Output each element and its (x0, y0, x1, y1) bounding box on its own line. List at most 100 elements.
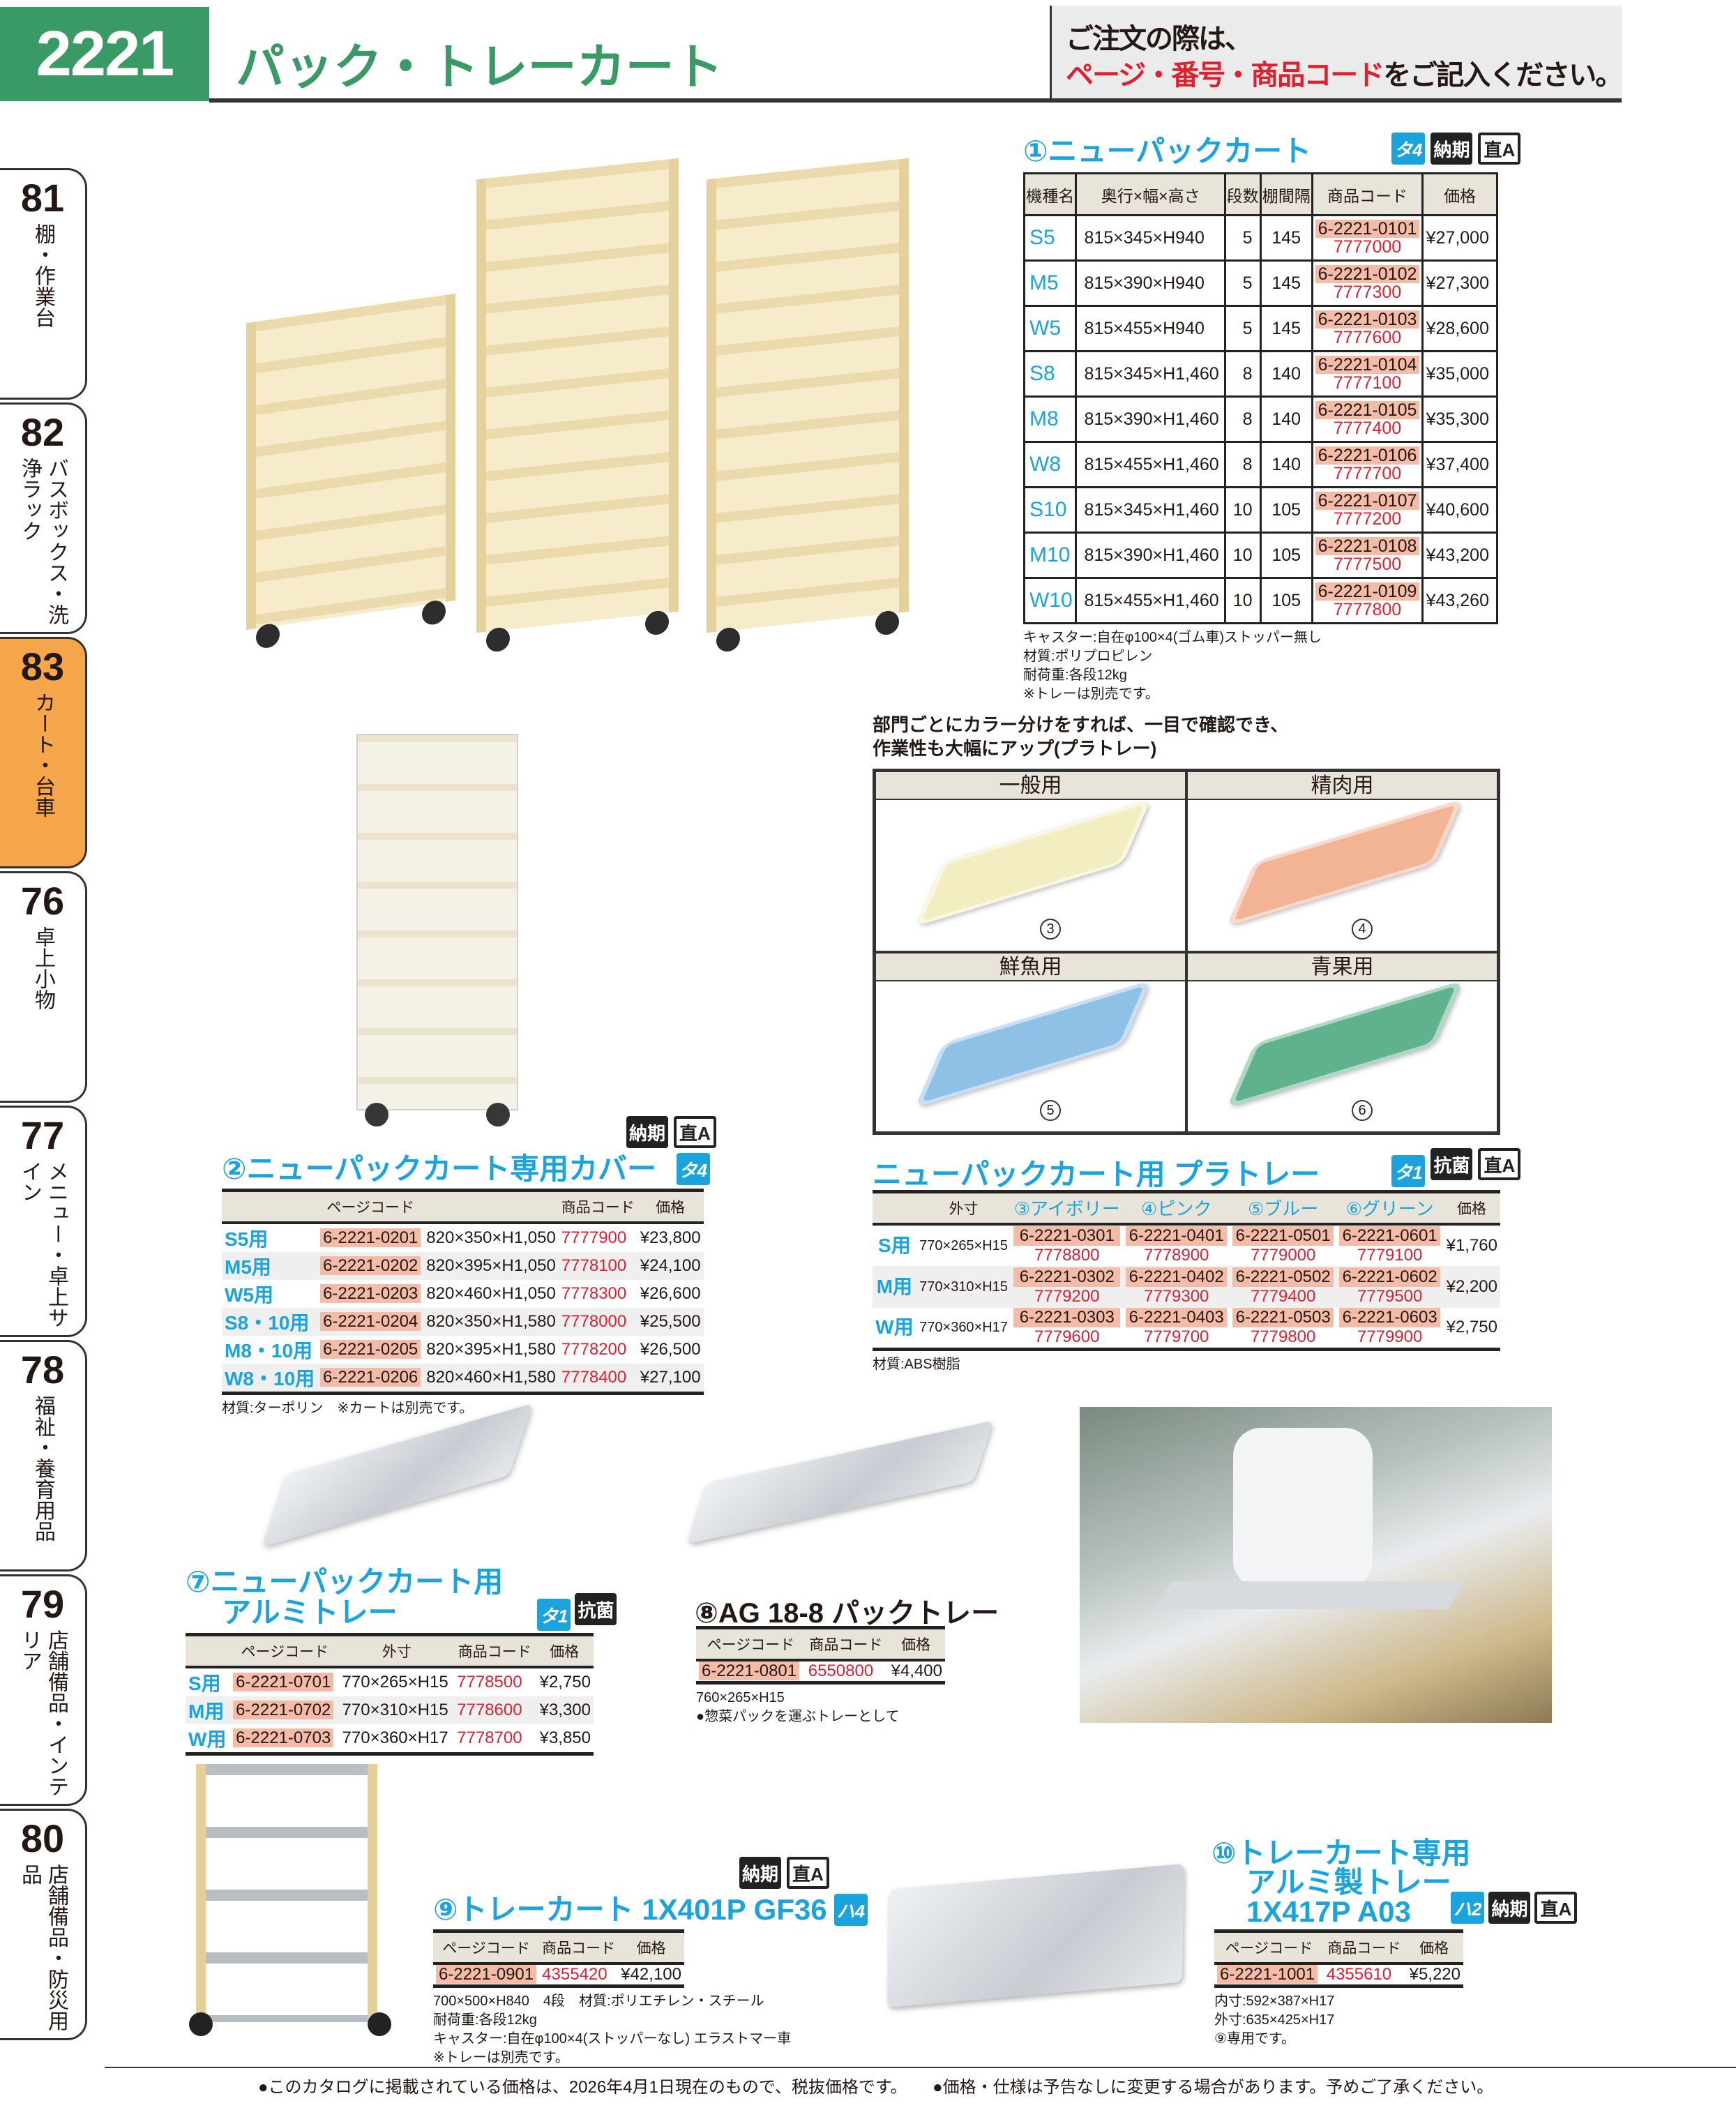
page-code: 6-2221-1001 (1217, 1964, 1318, 1984)
price-text: ¥26,600 (640, 1283, 701, 1303)
page-code: 6-2221-0206 (317, 1363, 424, 1393)
section1-notes: キャスター:自在φ100×4(ゴム車)ストッパー無し材質:ポリプロピレン耐荷重:… (1023, 628, 1498, 704)
dimensions-text: 820×460×H1,050 (426, 1283, 556, 1303)
column-header: 価格 (1421, 172, 1498, 216)
tier-count: 10 (1223, 532, 1262, 579)
column-header (186, 1634, 231, 1668)
model-name: W5用 (222, 1280, 317, 1308)
dimensions: 820×350×H1,050 (423, 1223, 559, 1252)
column-header: ⑤ブルー (1230, 1191, 1337, 1226)
model-name: W8・10用 (222, 1363, 318, 1393)
dimensions: 815×345×H1,460 (1075, 486, 1226, 534)
page-code: 6-2221-0503 (1232, 1308, 1334, 1328)
tier-count: 10 (1223, 577, 1262, 624)
column-header: 機種名 (1022, 172, 1078, 216)
model-name: S用 (878, 1234, 911, 1256)
section2-badges: 納期 直A (626, 1116, 716, 1148)
item-code: 7779300 (1143, 1286, 1209, 1306)
chapter-number: 78 (20, 1348, 65, 1392)
item-code: 7777400 (1333, 419, 1402, 438)
model-name: W用 (875, 1316, 914, 1339)
page-code-text: 6-2221-0204 (320, 1311, 421, 1331)
dimensions: 770×265×H15 (919, 1237, 1008, 1253)
new-pack-cart-photo (222, 155, 919, 664)
intro-line1: 部門ごとにカラー分けをすれば、一目で確認でき、 (873, 714, 1289, 735)
page-code: 6-2221-0102 (1315, 265, 1420, 283)
shelf-spacing: 145 (1259, 214, 1313, 262)
delivery-time-icon: 納期 (626, 1116, 669, 1148)
supplier-badge: タ4 (676, 1153, 710, 1185)
page-code: 6-2221-0101 (1315, 220, 1420, 238)
column-header-blank (873, 1191, 916, 1226)
model-name-text: S用 (188, 1672, 221, 1694)
section2-title: ②ニューパックカート専用カバー (222, 1152, 657, 1185)
tray-image: 6 (1188, 980, 1497, 1132)
item-code: 7778500 (454, 1667, 535, 1696)
aluminum-tray-10-photo (887, 1864, 1184, 2007)
page-code: 6-2221-0701 (230, 1667, 339, 1696)
page-code-cell: 6-2221-1001 (1214, 1964, 1324, 1987)
item-code-text: 7778300 (561, 1283, 627, 1303)
platray-badges: タ1 抗菌 直A (1391, 1148, 1521, 1187)
page-code: 6-2221-0501 (1232, 1226, 1334, 1246)
supplier-badge: タ4 (1391, 133, 1426, 165)
item-code: 7778300 (559, 1280, 637, 1308)
page-code-text: 6-2221-0701 (233, 1672, 334, 1691)
section8-title: ⑧AG 18-8 パックトレー (695, 1598, 999, 1629)
price: ¥37,400 (1421, 441, 1498, 488)
page-code: 6-2221-0105 (1315, 401, 1420, 419)
dimensions: 820×350×H1,580 (423, 1307, 559, 1336)
direct-ship-icon: 直A (1478, 1148, 1521, 1180)
column-header: ページコード (433, 1931, 540, 1965)
dimensions-text: 820×350×H1,580 (426, 1311, 556, 1331)
tray-shape (914, 799, 1152, 927)
department-label: 精肉用 (1188, 772, 1497, 800)
model-name: S8 (1022, 350, 1078, 398)
item-code: 7778100 (558, 1251, 637, 1280)
column-header: ページコード (696, 1627, 806, 1661)
item-code: 7777600 (1333, 328, 1402, 347)
page-code: 6-2221-0603 (1339, 1308, 1441, 1328)
model-name: M10 (1022, 532, 1078, 579)
dimensions: 820×460×H1,580 (423, 1363, 559, 1393)
item-code-text: 7778500 (457, 1672, 522, 1691)
column-header: 価格 (1443, 1191, 1500, 1226)
note-line: 耐荷重:各段12kg (433, 2012, 537, 2028)
chapter-number: 80 (20, 1816, 65, 1860)
price-text: ¥26,500 (640, 1339, 701, 1359)
tier-count: 5 (1223, 214, 1262, 262)
section10-title: ⑩トレーカート専用 アルミ製トレー 1X417P A03 (1212, 1839, 1471, 1927)
page-code: 6-2221-0402 (1126, 1267, 1228, 1287)
delivery-time-icon: 納期 (1431, 133, 1473, 165)
note-line: 700×500×H840 4段 材質:ポリエチレン・スチール (433, 1994, 764, 2009)
price: ¥35,300 (1421, 395, 1498, 443)
page-code: 6-2221-0703 (230, 1724, 339, 1754)
page-title: パック・トレーカート (236, 40, 723, 94)
page-code: 6-2221-0106 (1315, 446, 1420, 465)
column-header: 価格 (886, 1627, 945, 1661)
dimensions-text: 770×310×H15 (342, 1700, 448, 1719)
shelf-spacing: 145 (1259, 305, 1313, 352)
